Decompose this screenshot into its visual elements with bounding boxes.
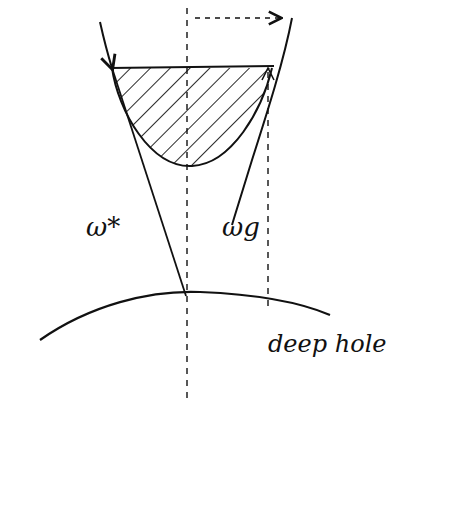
omega-g-line [267, 72, 268, 310]
left-wall [100, 22, 112, 68]
shift-arrow [195, 17, 280, 19]
hatch [112, 68, 272, 166]
omega-star-line [112, 68, 186, 296]
right-wall [232, 18, 292, 225]
arrowhead [262, 68, 274, 80]
bowl [112, 68, 272, 166]
frequency-label: ωg [222, 212, 260, 242]
region-label: deep hole [268, 330, 387, 358]
bowl-top [110, 66, 274, 68]
frequency-label: ω* [86, 212, 120, 242]
